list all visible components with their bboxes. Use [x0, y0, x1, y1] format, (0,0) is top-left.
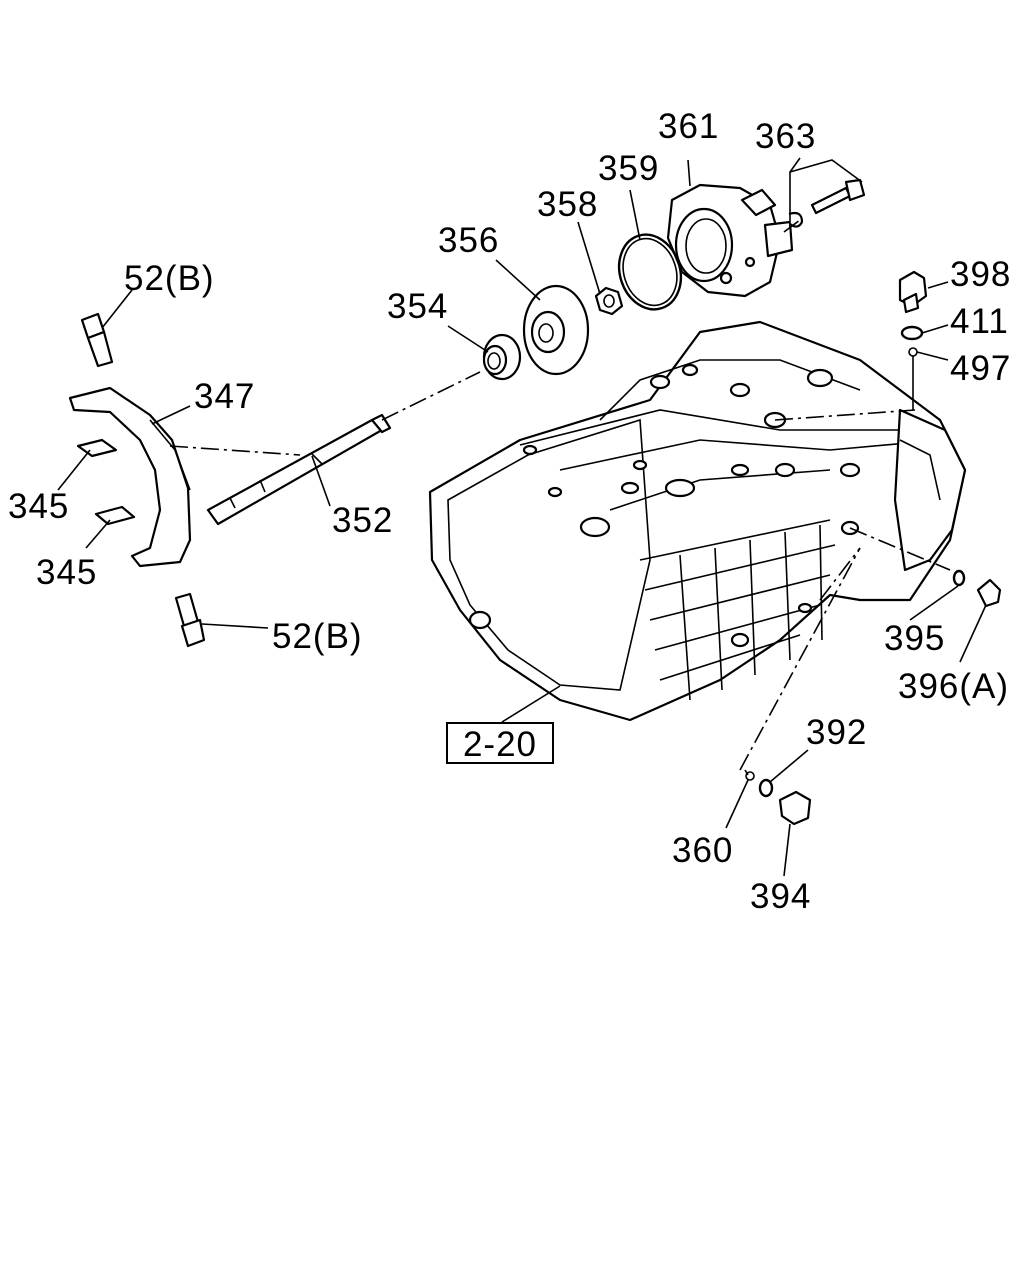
bolt-363	[788, 178, 866, 228]
leader-lines	[57, 157, 987, 877]
bolt-52b-top	[80, 312, 114, 368]
label-392: 392	[806, 713, 867, 752]
label-352: 352	[332, 501, 393, 540]
label-360: 360	[672, 831, 733, 870]
o-ring-411	[900, 325, 924, 341]
label-396a: 396(A)	[898, 667, 1009, 706]
label-395: 395	[884, 619, 945, 658]
washer-395	[952, 569, 966, 587]
label-345-lower: 345	[36, 553, 97, 592]
label-359: 359	[598, 149, 659, 188]
part-labels: 361 363 359 358 356 354 398 411 497 52(B…	[8, 107, 1011, 916]
reference-box	[446, 722, 554, 764]
switch-394	[778, 790, 812, 826]
label-361: 361	[658, 107, 719, 146]
nut-358	[594, 286, 624, 316]
shift-shaft-352	[206, 413, 392, 526]
label-398: 398	[950, 255, 1011, 294]
o-ring-392	[758, 778, 774, 798]
center-lines	[169, 219, 951, 776]
switch-398	[898, 270, 928, 314]
ball-497	[908, 347, 918, 357]
shift-fork-347	[68, 386, 192, 568]
o-ring-359	[617, 233, 683, 311]
label-394: 394	[750, 877, 811, 916]
label-497: 497	[950, 349, 1011, 388]
bearing-housing-361	[666, 183, 794, 298]
label-52b-bottom: 52(B)	[272, 617, 363, 656]
fork-pad-345-upper	[76, 438, 118, 458]
oil-seal-354	[482, 333, 522, 381]
label-354: 354	[387, 287, 448, 326]
label-363: 363	[755, 117, 816, 156]
plug-396a	[976, 578, 1002, 608]
label-358: 358	[537, 185, 598, 224]
label-356: 356	[438, 221, 499, 260]
bolt-52b-bottom	[174, 592, 206, 648]
label-347: 347	[194, 377, 255, 416]
label-411: 411	[950, 302, 1009, 341]
transmission-case	[428, 320, 967, 722]
label-52b-top: 52(B)	[124, 259, 215, 298]
fork-pad-345-lower	[94, 505, 136, 526]
ball-360	[745, 771, 755, 781]
flange-356	[522, 284, 590, 376]
label-345-upper: 345	[8, 487, 69, 526]
reference-box-label: 2-20	[463, 725, 537, 764]
